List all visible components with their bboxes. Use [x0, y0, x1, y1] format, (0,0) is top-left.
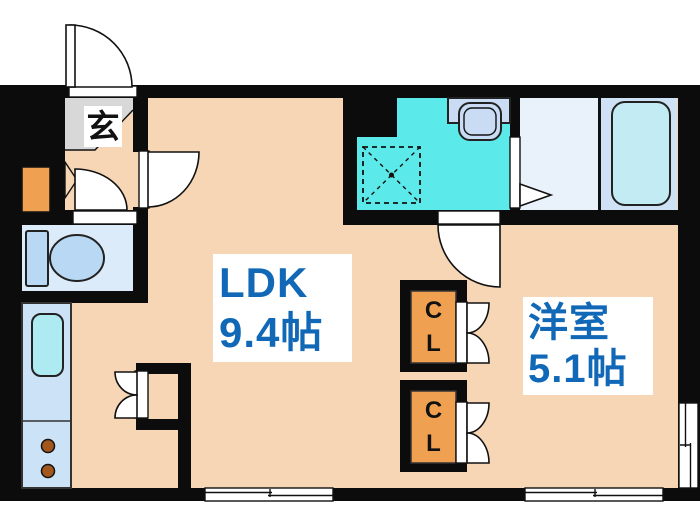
vanity-basin: [458, 102, 502, 141]
kitchen-closet-door-leaf: [114, 394, 138, 419]
western-room-label: 洋室 5.1帖: [523, 297, 653, 395]
wall-right: [678, 85, 700, 501]
stove-burner: [40, 463, 56, 479]
closet-upper-interior: [410, 290, 457, 364]
closet-upper-label: C L: [424, 297, 443, 357]
kitchen-sink: [31, 313, 64, 377]
closet-lower-label: C L: [424, 397, 443, 457]
kitchen-closet-doors: [114, 370, 149, 419]
wall-washroom-notch: [343, 85, 397, 137]
toilet-tank: [25, 230, 49, 287]
wall-closet-top: [136, 363, 191, 374]
window-western-room-panes: [525, 489, 663, 497]
washing-machine-cross: [362, 146, 421, 204]
closet-lower: [400, 380, 490, 472]
washing-machine-space: [362, 146, 421, 204]
ldk-label: LDK 9.4帖: [213, 254, 352, 362]
window-western-room: [524, 487, 664, 502]
vanity-unit: [447, 97, 511, 141]
vanity-basin-inner: [463, 107, 497, 136]
window-side-panes: [680, 403, 692, 488]
window-ldk: [204, 487, 334, 502]
closet-lower-opening: [455, 401, 468, 464]
washroom-threshold: [437, 210, 501, 225]
closet-upper: [400, 280, 490, 372]
pipe-space-box: [21, 166, 51, 213]
bath-door-opening: [509, 136, 521, 209]
toilet-fixture: [25, 230, 105, 287]
western-room-area: 5.1帖: [528, 347, 628, 391]
bathroom-divider: [598, 97, 601, 210]
wall-washroom-bottom: [343, 210, 680, 225]
entrance-label: 玄: [84, 106, 122, 147]
bath-door: [519, 182, 554, 208]
closet-upper-door-leaf: [466, 332, 490, 364]
wall-left: [0, 85, 22, 501]
wall-hall-ldk-upper: [133, 98, 148, 152]
entrance-door-leaf: [65, 24, 76, 88]
wall-washroom-left: [343, 137, 357, 210]
toilet-door: [74, 168, 128, 211]
toilet-threshold: [72, 210, 138, 225]
windows: [204, 402, 699, 502]
washing-machine-outline: [362, 146, 421, 204]
bathtub: [611, 101, 671, 206]
ldk-door: [147, 151, 200, 208]
closet-lower-door-leaf: [466, 432, 490, 464]
washroom-door: [437, 224, 501, 288]
wall-partition: [178, 363, 191, 501]
closet-lower-interior: [410, 390, 457, 464]
step-marker: [64, 159, 78, 201]
closet-upper-opening: [455, 301, 468, 364]
stove-burner: [40, 438, 56, 454]
wall-closet-bottom: [136, 419, 191, 430]
ldk-area: 9.4帖: [219, 309, 324, 356]
western-room-name: 洋室: [528, 301, 610, 345]
entrance-door: [69, 24, 133, 88]
wall-hall-ldk-lower: [133, 207, 148, 303]
ldk-name: LDK: [219, 259, 309, 306]
toilet-bowl: [49, 234, 105, 282]
washing-machine-dot: [389, 172, 394, 178]
wall-toilet-bottom: [18, 291, 148, 303]
window-ldk-panes: [205, 489, 333, 497]
kitchen: [21, 302, 72, 489]
